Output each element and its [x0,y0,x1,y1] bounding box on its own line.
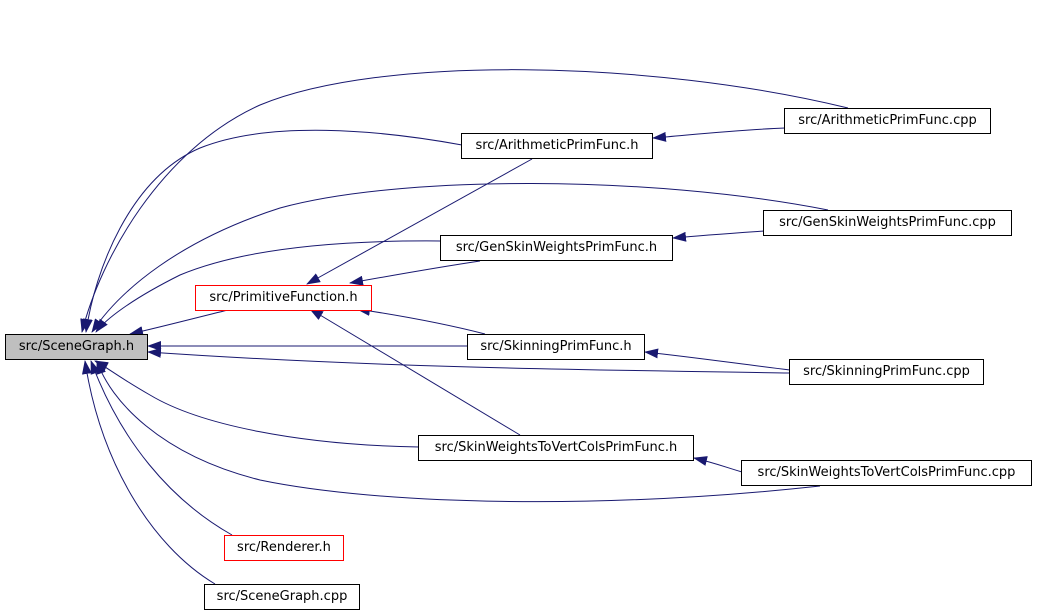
node-primitivefunction-h[interactable]: src/PrimitiveFunction.h [195,285,372,311]
node-skinningprimfunc-h[interactable]: src/SkinningPrimFunc.h [467,334,645,360]
edge-genskinweightsprimfunc-cpp-to-scenegraph-h [91,183,829,333]
node-label: src/SceneGraph.h [18,339,135,354]
node-genskinweightsprimfunc-cpp[interactable]: src/GenSkinWeightsPrimFunc.cpp [763,210,1012,236]
node-genskinweightsprimfunc-h[interactable]: src/GenSkinWeightsPrimFunc.h [440,235,673,261]
node-label: src/ArithmeticPrimFunc.h [475,138,639,153]
edge-skinningprimfunc-h-to-primitivefunction-h [356,305,486,335]
node-arithmeticprimfunc-cpp[interactable]: src/ArithmeticPrimFunc.cpp [784,108,991,134]
edge-arithmeticprimfunc-cpp-to-scenegraph-h [80,69,849,333]
edge-skinweightstovertcolsprimfunc-h-to-primitivefunction-h [309,308,521,436]
node-label: src/SceneGraph.cpp [216,589,348,604]
node-label: src/PrimitiveFunction.h [209,290,358,305]
edge-skinningprimfunc-cpp-to-skinningprimfunc-h [644,348,791,371]
node-skinningprimfunc-cpp[interactable]: src/SkinningPrimFunc.cpp [789,359,984,385]
edge-skinweightstovertcolsprimfunc-cpp-to-scenegraph-h [96,360,821,503]
node-label: src/SkinningPrimFunc.cpp [803,364,970,379]
node-renderer-h[interactable]: src/Renderer.h [224,535,344,561]
edge-primitivefunction-h-to-scenegraph-h [129,309,229,336]
edge-arithmeticprimfunc-h-to-primitivefunction-h [306,158,533,285]
edge-skinningprimfunc-cpp-to-scenegraph-h [147,347,791,374]
node-scenegraph-cpp[interactable]: src/SceneGraph.cpp [204,584,360,610]
edge-arithmeticprimfunc-cpp-to-arithmeticprimfunc-h [652,127,786,142]
edge-arithmeticprimfunc-h-to-scenegraph-h [82,129,463,333]
edges [80,69,849,585]
node-label: src/GenSkinWeightsPrimFunc.cpp [779,215,996,230]
node-scenegraph-h: src/SceneGraph.h [5,334,148,360]
node-arithmeticprimfunc-h[interactable]: src/ArithmeticPrimFunc.h [461,133,653,159]
edge-scenegraph-cpp-to-scenegraph-h [82,360,216,585]
edge-genskinweightsprimfunc-h-to-primitivefunction-h [349,260,481,286]
node-label: src/SkinWeightsToVertColsPrimFunc.cpp [757,465,1016,480]
node-label: src/SkinningPrimFunc.h [480,339,632,354]
node-skinweightstovertcolsprimfunc-cpp[interactable]: src/SkinWeightsToVertColsPrimFunc.cpp [741,460,1032,486]
edge-renderer-h-to-scenegraph-h [90,360,233,536]
edge-genskinweightsprimfunc-h-to-scenegraph-h [95,240,442,333]
node-label: src/GenSkinWeightsPrimFunc.h [455,240,658,255]
node-label: src/ArithmeticPrimFunc.cpp [798,113,977,128]
edge-skinweightstovertcolsprimfunc-h-to-scenegraph-h [94,360,420,448]
edge-genskinweightsprimfunc-cpp-to-genskinweightsprimfunc-h [672,230,765,242]
node-label: src/Renderer.h [237,540,331,555]
node-skinweightstovertcolsprimfunc-h[interactable]: src/SkinWeightsToVertColsPrimFunc.h [418,435,694,461]
node-label: src/SkinWeightsToVertColsPrimFunc.h [434,440,678,455]
edge-skinweightstovertcolsprimfunc-cpp-to-skinweightstovertcolsprimfunc-h [693,456,743,473]
